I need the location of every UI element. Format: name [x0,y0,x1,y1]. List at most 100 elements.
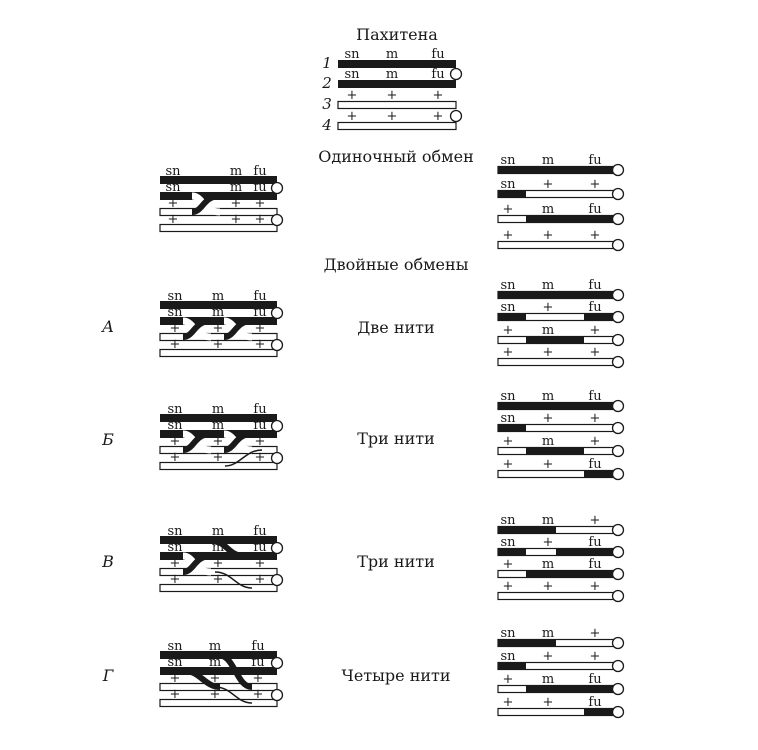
row-2-strand4-loop [224,449,263,467]
row-4-right-label-1-3: + [590,626,601,641]
row-2-right-label-2-3: + [590,411,601,426]
row-4-right-label-3-2: m [542,672,554,687]
row-0-right-label-2-3: + [590,177,601,192]
row-1-right-label-1-2: m [542,278,554,293]
pachytene-label-1-3: fu [431,47,444,62]
row-3-left-centromere-bottom [270,573,284,587]
row-1-left-centromere-top [270,306,284,320]
row-3-left-label-3-2: + [213,556,224,571]
row-4-right-centromere-2 [611,659,625,673]
row-1-right-label-2-1: sn [500,300,516,315]
row-4-right-label-3-3: fu [588,672,601,687]
row-2-right-centromere-4 [611,467,625,481]
pachytene-centromere-bottom [449,109,463,123]
row-4-left-strand-4 [159,698,278,708]
pachytene-strand-1 [338,60,456,68]
row-3-left-label-2-1: sn [167,540,183,555]
row-2-left-label-4-3: + [255,450,266,465]
row-3-left-label-4-3: + [255,572,266,587]
row-3-crossover-1-b [182,553,212,575]
pachytene-label-2-2: m [386,67,398,82]
row-4-right-centromere-1 [611,636,625,650]
row-0-right-label-2-1: sn [500,177,516,192]
row-4-right-label-2-2: + [543,649,554,664]
pachytene-label-2-1: sn [344,67,360,82]
row-3-right-centromere-4 [611,589,625,603]
row-3-right-label-2-1: sn [500,535,516,550]
row-4-right-centromere-3 [611,682,625,696]
pachytene-label-4-3: + [433,109,444,124]
row-4-left-label-3-2: + [210,671,221,686]
row-3-left-label-4-2: + [213,572,224,587]
row-4-left-label-3-1: + [170,671,181,686]
row-0-left-label-3-3: + [255,196,266,211]
row-0-left-strand-1 [160,176,277,184]
row-3-right-label-1-2: m [542,513,554,528]
row-4-left-strand-2 [160,667,277,675]
row-4-left-label-2-1: sn [167,655,183,670]
row-0-right-label-3-2: m [542,202,554,217]
row-2-left-label-3-3: + [255,434,266,449]
row-2-right-strand-2-seg-1 [498,424,526,432]
row-0-right-label-1-2: m [542,153,554,168]
row-2-right-label-2-2: + [543,411,554,426]
row-4-right-label-3-1: + [503,672,514,687]
row-4-left-label-4-3: + [253,687,264,702]
row-2-right-strand-1-seg-1 [498,402,526,410]
row-4-right-strand-1-seg-1 [498,639,526,647]
row-1-right-label-4-1: + [503,345,514,360]
row-2-left-label-1-1: sn [167,402,183,417]
row-0-left-label-2-1: sn [165,180,181,195]
row-3-right-centromere-1 [611,523,625,537]
row-1-left-label-1-3: fu [253,289,266,304]
row-4-right-strand-4-seg-4 [584,708,614,716]
row-2-left-centromere-bottom [270,451,284,465]
row-2-right-strand-3-seg-2 [526,447,556,455]
row-3-left-label-3-3: + [255,556,266,571]
row-2-left-label-4-2: + [213,450,224,465]
row-3-left-centromere-top [270,541,284,555]
row-3-right-label-4-3: + [590,579,601,594]
row-0-right-centromere-2 [611,187,625,201]
row-2-right-strand-4-seg-4 [584,470,614,478]
row-4-left-centromere-top [270,656,284,670]
row-1-right-label-4-3: + [590,345,601,360]
row-0-left-label-4-2: + [231,212,242,227]
row-3-right-strand-2-seg-1 [498,548,526,556]
row-2-left-label-3-2: + [213,434,224,449]
row-3-lower-loop [214,571,253,589]
row-0-right-label-4-1: + [503,228,514,243]
row-0-right-strand-1-seg-2 [526,166,556,174]
row-letter-v: В [101,552,114,571]
row-2-right-centromere-2 [611,421,625,435]
row-0-left-label-1-3: fu [253,164,266,179]
row-2-right-label-1-3: fu [588,389,601,404]
row-1-right-strand-2-seg-1 [498,313,526,321]
row-1-left-label-2-3: fu [253,305,266,320]
row-4-crossover-3 [214,686,253,704]
row-3-right-label-2-2: + [543,535,554,550]
row-3-right-strand-2-seg-3 [556,548,584,556]
strand-number-4: 4 [321,116,332,134]
row-2-left-label-2-2: m [212,418,224,433]
row-1-left-label-3-2: + [213,321,224,336]
row-1-left-strand-4 [159,348,278,358]
row-3-right-centromere-3 [611,567,625,581]
row-4-crossover-1 [217,652,253,690]
row-letter-a: А [101,317,114,336]
row-0-crossover-b [191,193,221,215]
row-3-right-label-2-3: fu [588,535,601,550]
row-1-left-strand-1 [160,301,277,309]
row-2-left-label-2-3: fu [253,418,266,433]
row-0-left-strand-4 [159,223,278,233]
strands-layer [159,60,625,719]
row-3-right-label-3-1: + [503,557,514,572]
row-1-left-strand-3 [159,332,278,342]
row-3-right-strand-1-seg-2 [526,526,556,534]
row-4-right-strand-3-seg-4 [584,685,614,693]
row-2-right-label-3-3: + [590,434,601,449]
row-0-right-strand-3-seg-2 [526,215,556,223]
title-double-exchanges: Двойные обмены [324,255,469,274]
row-3-right-strand-2-seg-4 [584,548,614,556]
strand-number-2: 2 [321,74,332,92]
